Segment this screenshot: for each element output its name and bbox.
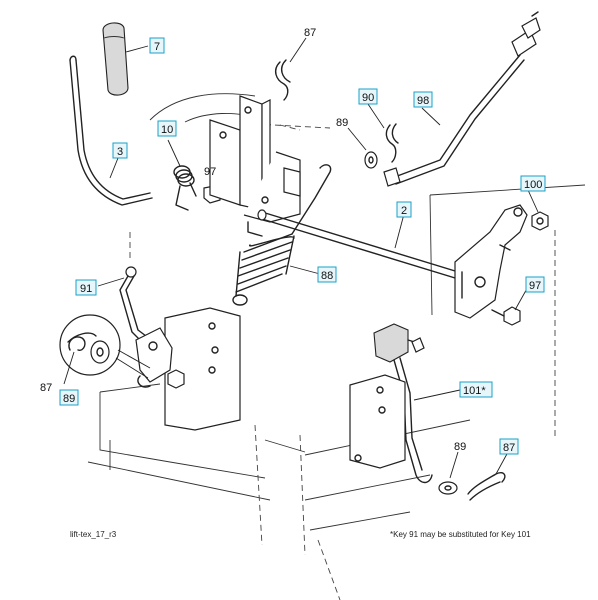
part-10-torsion-spring (173, 165, 197, 211)
part-97-bolt-right (491, 306, 521, 326)
right-lift-arm (454, 204, 528, 319)
part-88-extension-spring (232, 164, 332, 306)
part-89-washer-upper (364, 151, 378, 169)
callout-87-lower: 87 (499, 438, 519, 455)
callout-89-left: 89 (59, 389, 79, 406)
leader-lines (63, 37, 539, 479)
part-7-handle-grip (102, 22, 129, 96)
callout-2: 2 (396, 201, 412, 218)
callout-100: 100 (520, 175, 546, 192)
left-lift-plate (135, 307, 241, 431)
callout-97-right: 97 (525, 276, 545, 293)
callout-89-upper: 89 (336, 117, 348, 129)
part-3-lift-handle (69, 55, 153, 206)
callout-10: 10 (157, 120, 177, 137)
svg-text:100: 100 (524, 179, 542, 191)
callout-90: 90 (358, 88, 378, 105)
part-87-hairpin-lower (467, 472, 506, 501)
svg-text:88: 88 (321, 270, 333, 282)
callout-101: 101* (459, 381, 493, 398)
part-87-hairpin-upper (274, 59, 291, 101)
svg-text:87: 87 (40, 382, 52, 394)
detail-inset (59, 314, 151, 379)
callout-98: 98 (413, 91, 433, 108)
part-89-washer-lower (438, 481, 458, 495)
svg-text:2: 2 (401, 205, 407, 217)
part-100-nut (531, 211, 549, 231)
svg-text:97: 97 (204, 166, 216, 178)
lower-right-bracket (349, 374, 406, 469)
svg-text:90: 90 (362, 92, 374, 104)
svg-text:89: 89 (336, 117, 348, 129)
svg-text:89: 89 (454, 441, 466, 453)
svg-text:10: 10 (161, 124, 173, 136)
callout-3: 3 (112, 142, 128, 159)
svg-text:87: 87 (304, 27, 316, 39)
svg-text:98: 98 (417, 95, 429, 107)
callout-87-upper: 87 (304, 27, 316, 39)
part-2-lift-shaft (257, 209, 479, 286)
footnote: *Key 91 may be substituted for Key 101 (390, 530, 531, 539)
mounting-bracket (209, 95, 301, 237)
callouts: 7 3 10 97 87 90 98 89 (40, 27, 546, 455)
svg-text:87: 87 (503, 442, 515, 454)
callout-91: 91 (75, 279, 97, 296)
svg-text:89: 89 (63, 393, 75, 405)
callout-7: 7 (149, 37, 165, 54)
part-91-lift-link (119, 266, 147, 341)
svg-text:91: 91 (80, 283, 92, 295)
callout-88: 88 (317, 266, 337, 283)
svg-text:97: 97 (529, 280, 541, 292)
callout-97-upper: 97 (204, 166, 216, 178)
callout-89-lower: 89 (454, 441, 466, 453)
part-90-hairpin (385, 123, 399, 163)
part-98-lift-rod (383, 11, 541, 187)
svg-text:3: 3 (117, 146, 123, 158)
figure-id: lift-tex_17_r3 (70, 530, 117, 539)
svg-text:101*: 101* (463, 385, 486, 397)
part-101-lift-link (373, 323, 433, 484)
svg-text:7: 7 (154, 41, 160, 53)
callout-87-left: 87 (40, 382, 52, 394)
